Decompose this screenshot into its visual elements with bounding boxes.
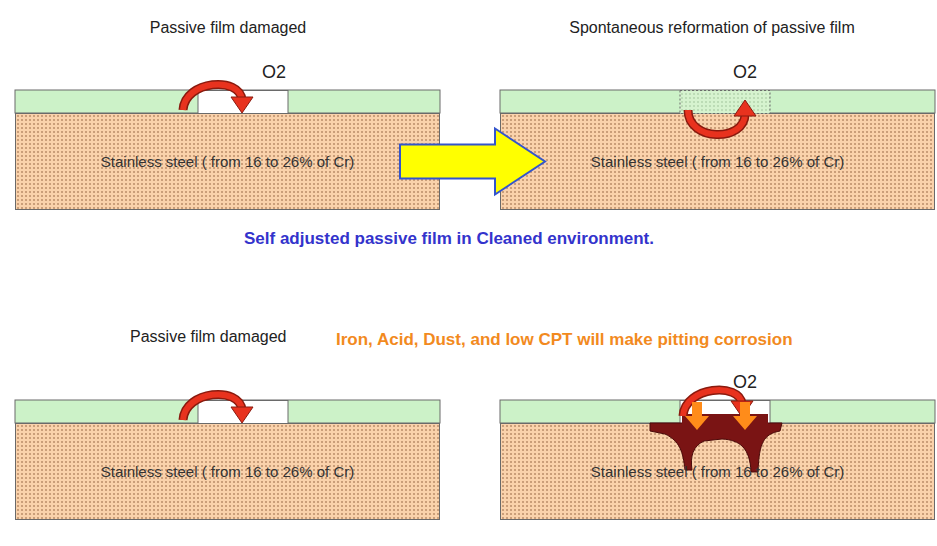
oxygen-arrow (183, 394, 253, 423)
steel-block: Stainless steel ( from 16 to 26% of Cr) (15, 113, 440, 210)
panel-title: Passive film damaged (130, 327, 350, 346)
warning-note: Iron, Acid, Dust, and low CPT will make … (336, 330, 936, 350)
panel-title: Passive film damaged (78, 18, 378, 37)
block-label: Stainless steel ( from 16 to 26% of Cr) (101, 463, 354, 480)
block-label: Stainless steel ( from 16 to 26% of Cr) (101, 153, 354, 170)
passive-film (500, 400, 935, 423)
caption-note: Self adjusted passive film in Cleaned en… (99, 229, 799, 249)
film-gap (680, 401, 770, 424)
passive-film (500, 90, 935, 113)
film-gap (198, 401, 288, 424)
steel-block: Stainless steel ( from 16 to 26% of Cr) (15, 423, 440, 520)
oxygen-label: O2 (262, 62, 302, 84)
steel-block: Stainless steel ( from 16 to 26% of Cr) (500, 423, 935, 520)
oxygen-arrow (183, 84, 253, 113)
film-gap (198, 91, 288, 114)
reformed-film (680, 91, 770, 114)
oxygen-label: O2 (733, 62, 773, 84)
panel-title: Spontaneous reformation of passive film (512, 18, 912, 37)
passive-film (15, 90, 440, 113)
steel-block: Stainless steel ( from 16 to 26% of Cr) (500, 113, 935, 210)
block-label: Stainless steel ( from 16 to 26% of Cr) (591, 463, 844, 480)
oxygen-label: O2 (733, 372, 773, 394)
passive-film (15, 400, 440, 423)
oxygen-arrow (683, 390, 753, 417)
block-label: Stainless steel ( from 16 to 26% of Cr) (591, 153, 844, 170)
